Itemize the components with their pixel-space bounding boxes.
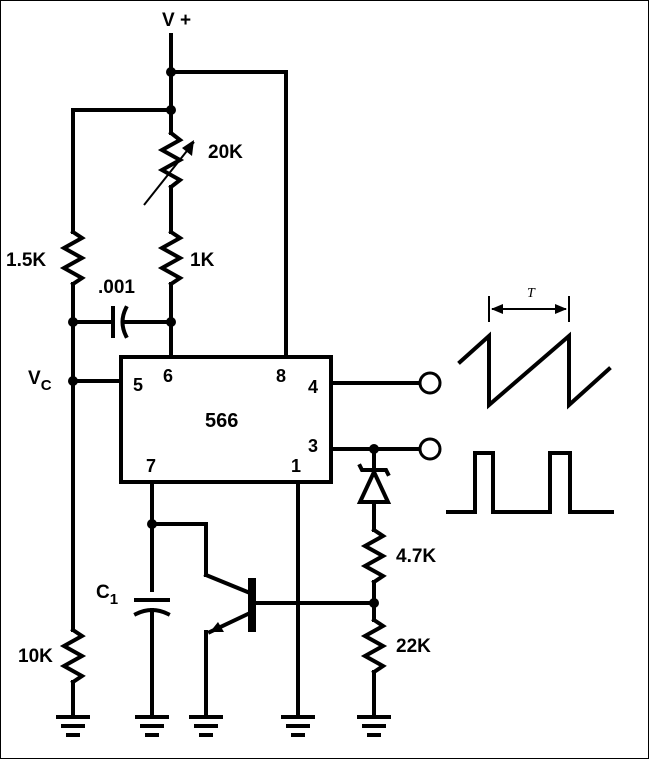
capacitor-c1 — [133, 598, 171, 717]
label-22k: 22K — [396, 636, 431, 657]
output-pin-3 — [329, 437, 442, 461]
pin-8-label: 8 — [276, 366, 286, 386]
label-1-5k: 1.5K — [6, 250, 46, 271]
resistor-4-7k — [360, 527, 388, 622]
ground-symbol — [281, 715, 315, 737]
label-10k: 10K — [18, 646, 53, 667]
pin-6-label: 6 — [163, 366, 173, 386]
period-marker — [488, 296, 570, 322]
period-label: T — [527, 286, 536, 301]
pin-3-label: 3 — [308, 436, 318, 456]
square-waveform — [446, 451, 614, 514]
label-4-7k: 4.7K — [396, 546, 436, 567]
npn-transistor — [147, 480, 376, 717]
variable-resistor-20k — [143, 108, 195, 234]
pin-5-label: 5 — [133, 375, 143, 395]
pin-7-label: 7 — [146, 456, 156, 476]
ic-566 — [119, 355, 333, 484]
ic-part-number: 566 — [205, 410, 238, 432]
output-terminal — [418, 437, 442, 461]
zener-diode — [356, 447, 392, 532]
supply-label: V + — [162, 10, 191, 31]
label-001: .001 — [98, 277, 135, 298]
resistor-1k — [157, 229, 185, 359]
ground-symbol — [56, 715, 90, 737]
junction-dot — [166, 67, 176, 77]
ground-symbol — [189, 715, 223, 737]
label-vc: VC — [28, 368, 52, 394]
capacitor-001 — [71, 305, 173, 339]
ground-symbol — [135, 715, 169, 737]
output-terminal — [418, 371, 442, 395]
output-pin-4 — [329, 371, 442, 395]
resistor-22k — [360, 617, 388, 717]
label-20k: 20K — [208, 142, 243, 163]
pin-1-label: 1 — [291, 456, 301, 476]
pin-4-label: 4 — [308, 377, 318, 397]
label-1k: 1K — [190, 250, 215, 271]
ground-symbol — [357, 715, 391, 737]
sawtooth-waveform — [457, 331, 612, 410]
resistor-1-5k — [59, 108, 87, 632]
label-c1: C1 — [96, 582, 118, 608]
resistor-10k — [59, 627, 87, 717]
supply-rail — [71, 33, 288, 359]
